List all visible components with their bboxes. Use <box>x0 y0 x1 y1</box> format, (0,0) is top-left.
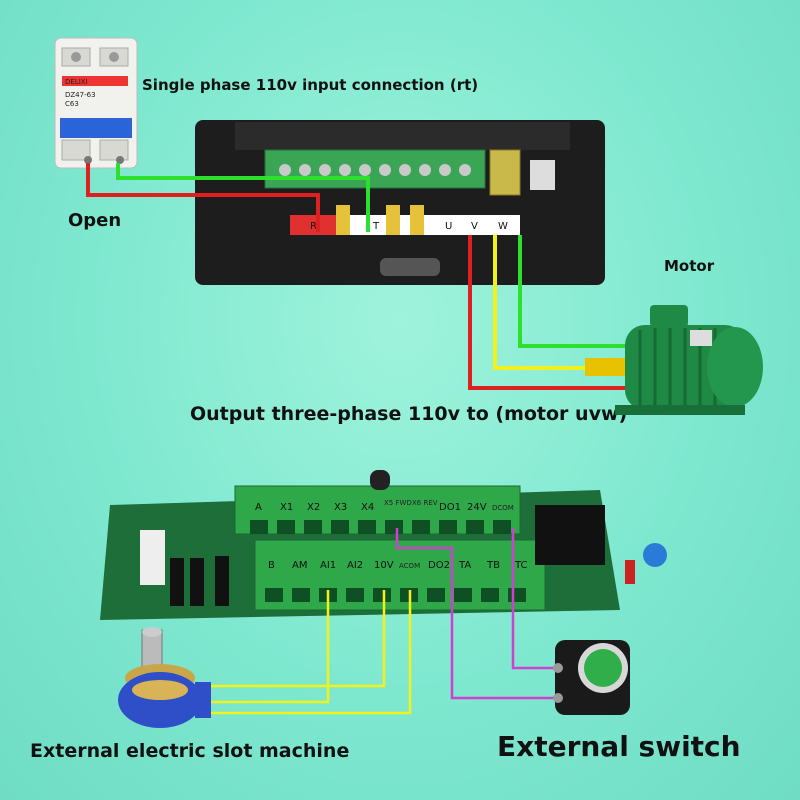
input-wire-t <box>116 163 370 232</box>
terminal-w: W <box>498 221 508 232</box>
output-wire-w <box>518 235 630 348</box>
board-terminal-x5: X5 FWD <box>384 499 412 507</box>
board-terminal-acom: ACOM <box>399 562 420 570</box>
external-switch[interactable] <box>553 640 630 715</box>
board-terminal-b: B <box>268 560 275 571</box>
control-board: A X1 X2 X3 X4 X5 FWD X6 REV DO1 24V DCOM… <box>100 470 667 620</box>
input-wire-r <box>86 163 320 232</box>
wire-x5-fwd <box>395 528 558 700</box>
board-terminal-x1: X1 <box>280 502 293 513</box>
board-terminal-a: A <box>255 502 262 513</box>
board-terminal-tc: TC <box>514 560 528 571</box>
board-terminal-x2: X2 <box>307 502 320 513</box>
switch-button-green[interactable] <box>584 649 622 687</box>
terminal-u: U <box>445 221 452 232</box>
terminal-v: V <box>471 221 478 232</box>
wire-ai1 <box>210 590 330 704</box>
board-terminal-do1: DO1 <box>439 502 461 513</box>
output-label: Output three-phase 110v to (motor uvw) <box>190 403 628 425</box>
board-terminal-x4: X4 <box>361 502 374 513</box>
board-terminal-10v: 10V <box>374 560 394 571</box>
open-label: Open <box>68 210 122 231</box>
motor-label: Motor <box>664 257 715 275</box>
board-terminal-do2: DO2 <box>428 560 450 571</box>
output-wire-u <box>468 235 640 390</box>
board-terminal-ta: TA <box>458 560 471 571</box>
motor <box>585 305 763 415</box>
external-switch-label: External switch <box>497 730 741 763</box>
breaker-brand: DELIXI <box>65 78 88 86</box>
potentiometer-label: External electric slot machine <box>30 740 350 762</box>
wire-dcom <box>511 528 558 670</box>
terminal-r: R <box>310 221 317 232</box>
potentiometer[interactable] <box>118 627 211 728</box>
board-terminal-am: AM <box>292 560 307 571</box>
board-terminal-24v: 24V <box>467 502 487 513</box>
input-connection-label: Single phase 110v input connection (rt) <box>142 76 479 94</box>
board-terminal-ai2: AI2 <box>347 560 363 571</box>
wire-acom <box>210 590 412 715</box>
wire-10v <box>210 590 386 688</box>
input-wires <box>86 163 370 232</box>
inverter-housing: R T U V W <box>195 120 605 285</box>
switch-wires <box>395 528 558 700</box>
breaker-model: DZ47-63 <box>65 91 96 99</box>
board-terminal-x6: X6 REV <box>412 499 438 507</box>
breaker-switch-toggle[interactable] <box>60 118 132 138</box>
potentiometer-wires <box>210 590 412 715</box>
breaker-rating: C63 <box>65 100 79 108</box>
board-terminal-ai1: AI1 <box>320 560 336 571</box>
circuit-breaker: DELIXI DZ47-63 C63 <box>54 37 138 169</box>
terminal-t: T <box>372 221 380 232</box>
board-terminal-tb: TB <box>486 560 500 571</box>
board-terminal-dcom: DCOM <box>492 504 514 512</box>
board-terminal-x3: X3 <box>334 502 347 513</box>
